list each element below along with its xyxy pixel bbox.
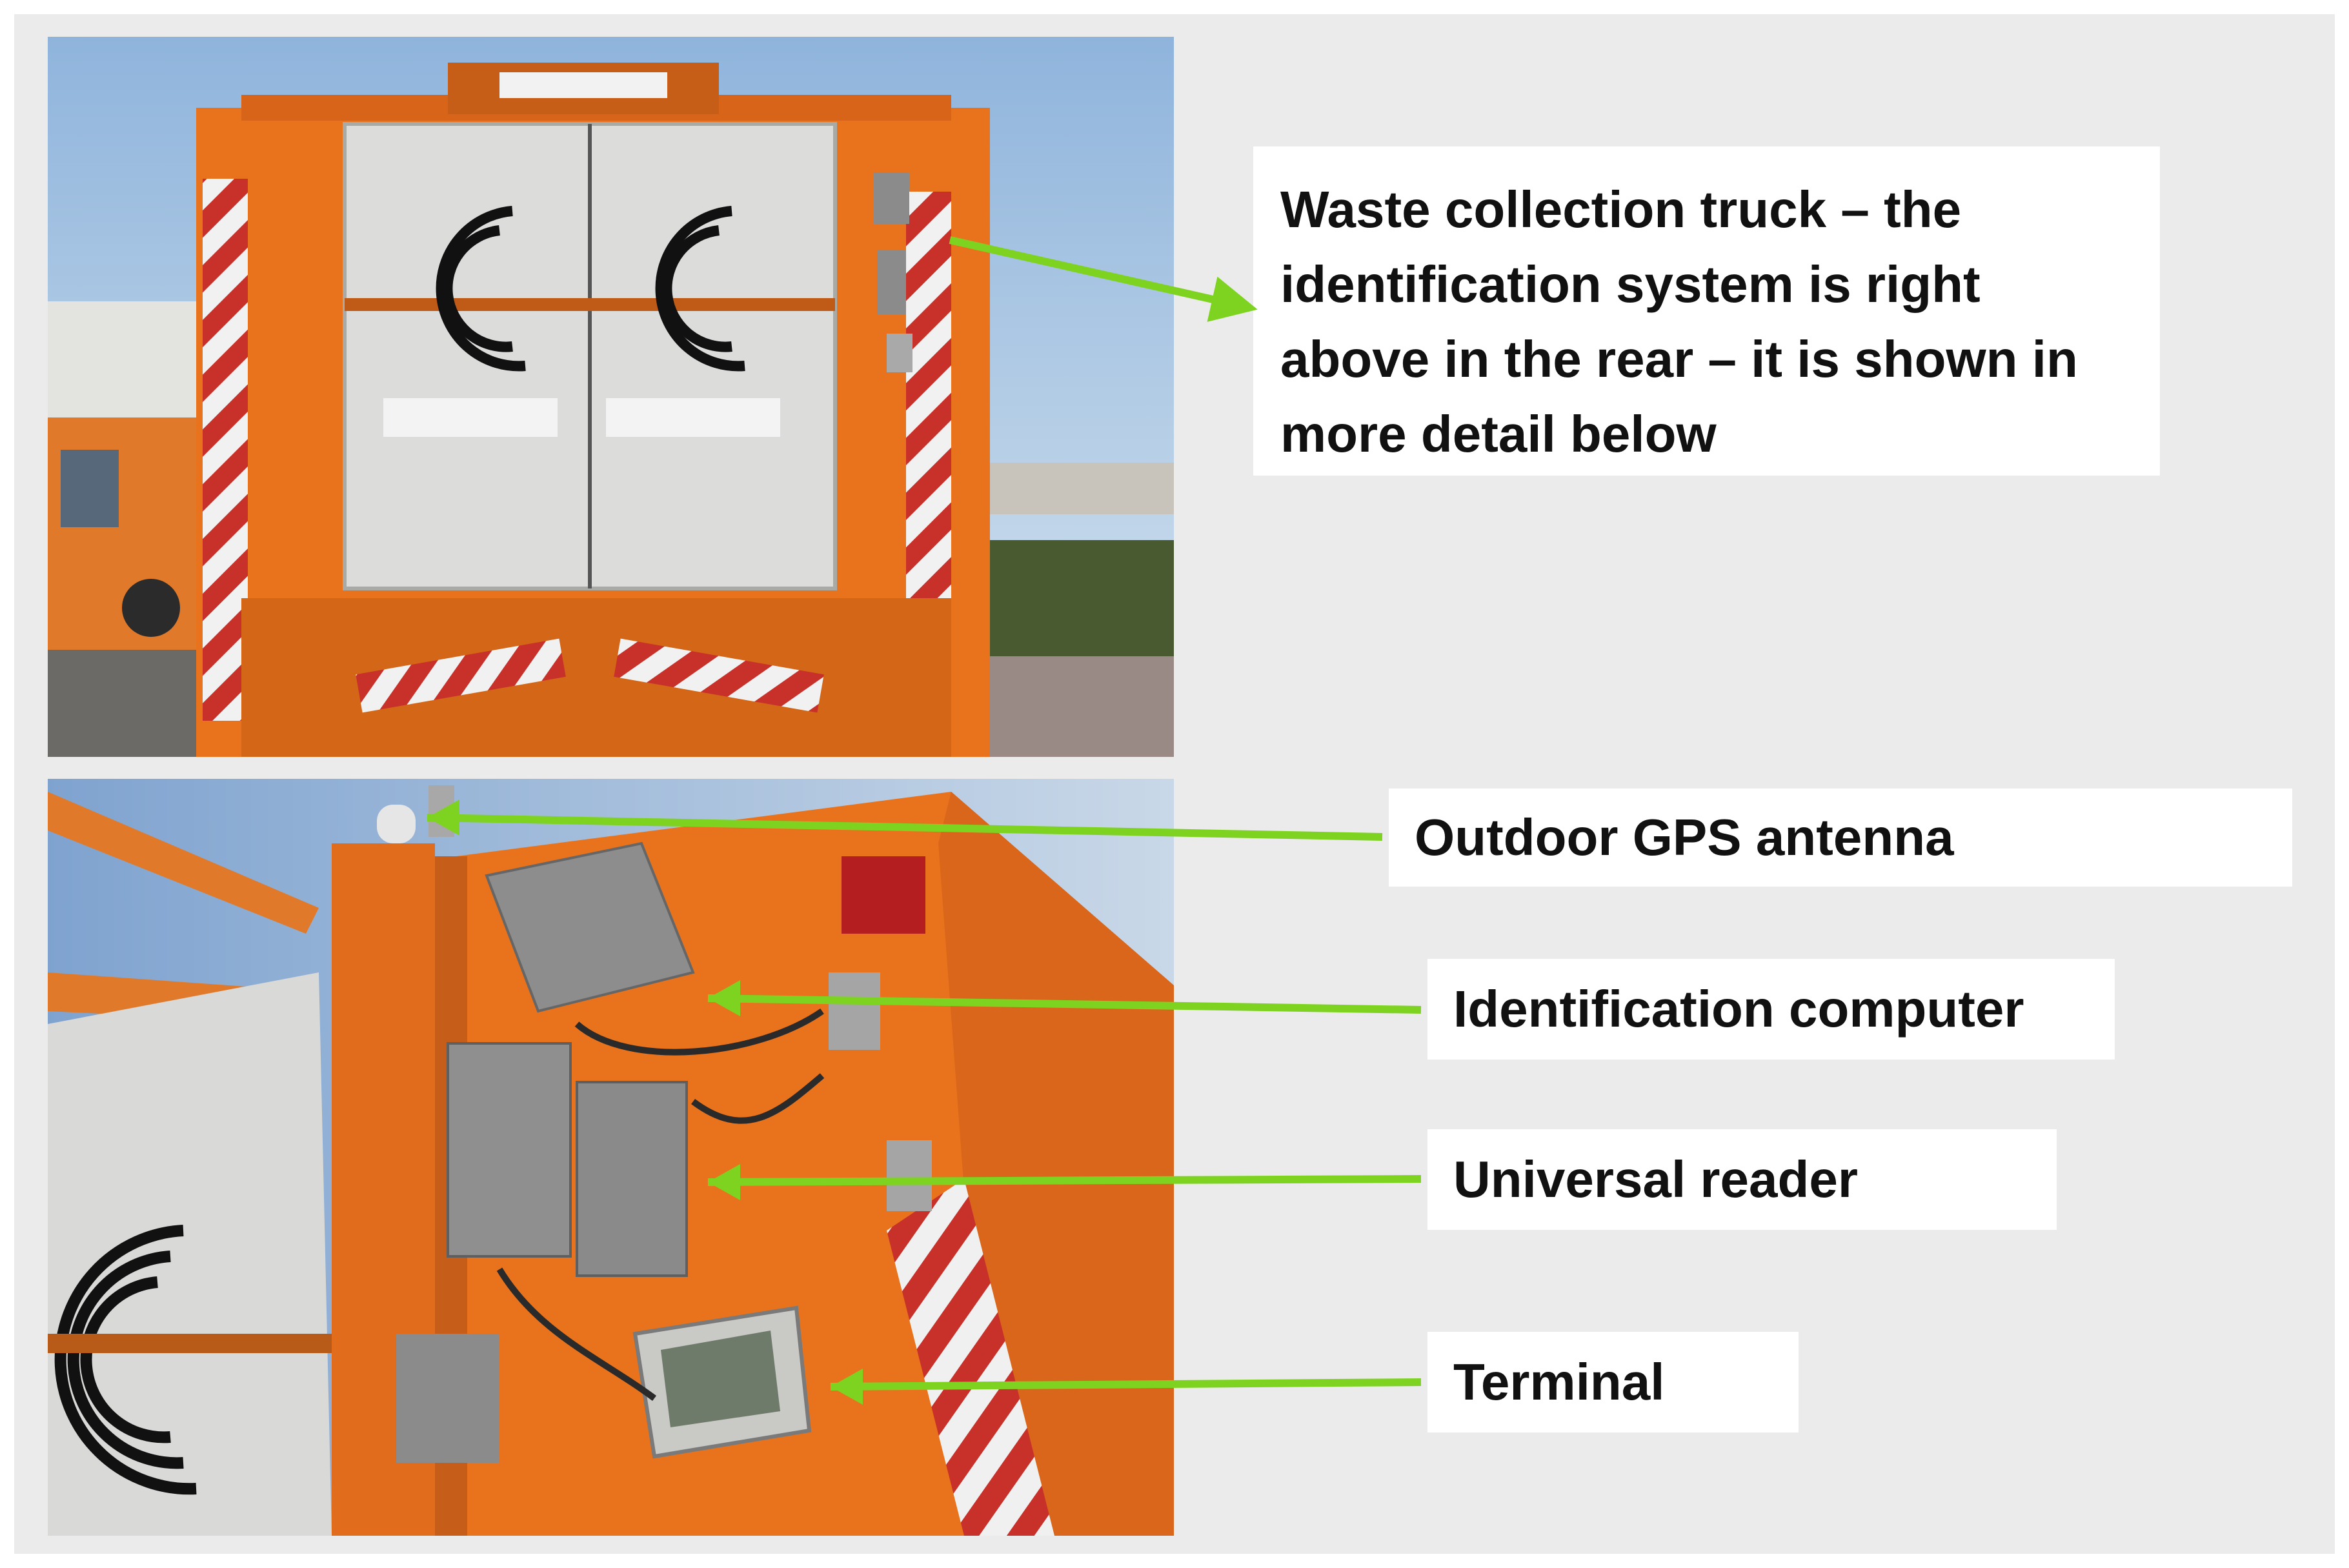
figure-canvas: Waste collection truck – the identificat… [14,14,2335,1554]
gps-antenna-label: Outdoor GPS antenna [1389,789,2292,887]
truck-description-text: Waste collection truck – the identificat… [1280,181,2078,463]
universal-reader-label: Universal reader [1427,1129,2057,1230]
universal-reader-label-text: Universal reader [1453,1151,1859,1208]
identification-system-photo [48,779,1174,1536]
gps-antenna-label-text: Outdoor GPS antenna [1415,809,1954,866]
identification-computer-label: Identification computer [1427,959,2115,1060]
truck-description-callout: Waste collection truck – the identificat… [1253,146,2160,476]
identification-computer-label-text: Identification computer [1453,980,2024,1038]
terminal-label: Terminal [1427,1332,1799,1432]
terminal-label-text: Terminal [1453,1353,1665,1411]
truck-rear-photo [48,37,1174,757]
